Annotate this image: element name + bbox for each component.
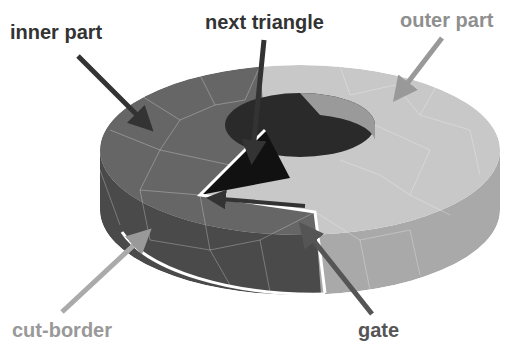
callout-label: inner part xyxy=(10,20,102,44)
callout-label: cut-border xyxy=(12,318,112,342)
torus-body xyxy=(100,65,500,295)
leader-arrows xyxy=(62,38,442,314)
callout-label: next triangle xyxy=(205,10,324,34)
callout-label: gate xyxy=(358,318,399,342)
callout-label: outer part xyxy=(400,8,493,32)
